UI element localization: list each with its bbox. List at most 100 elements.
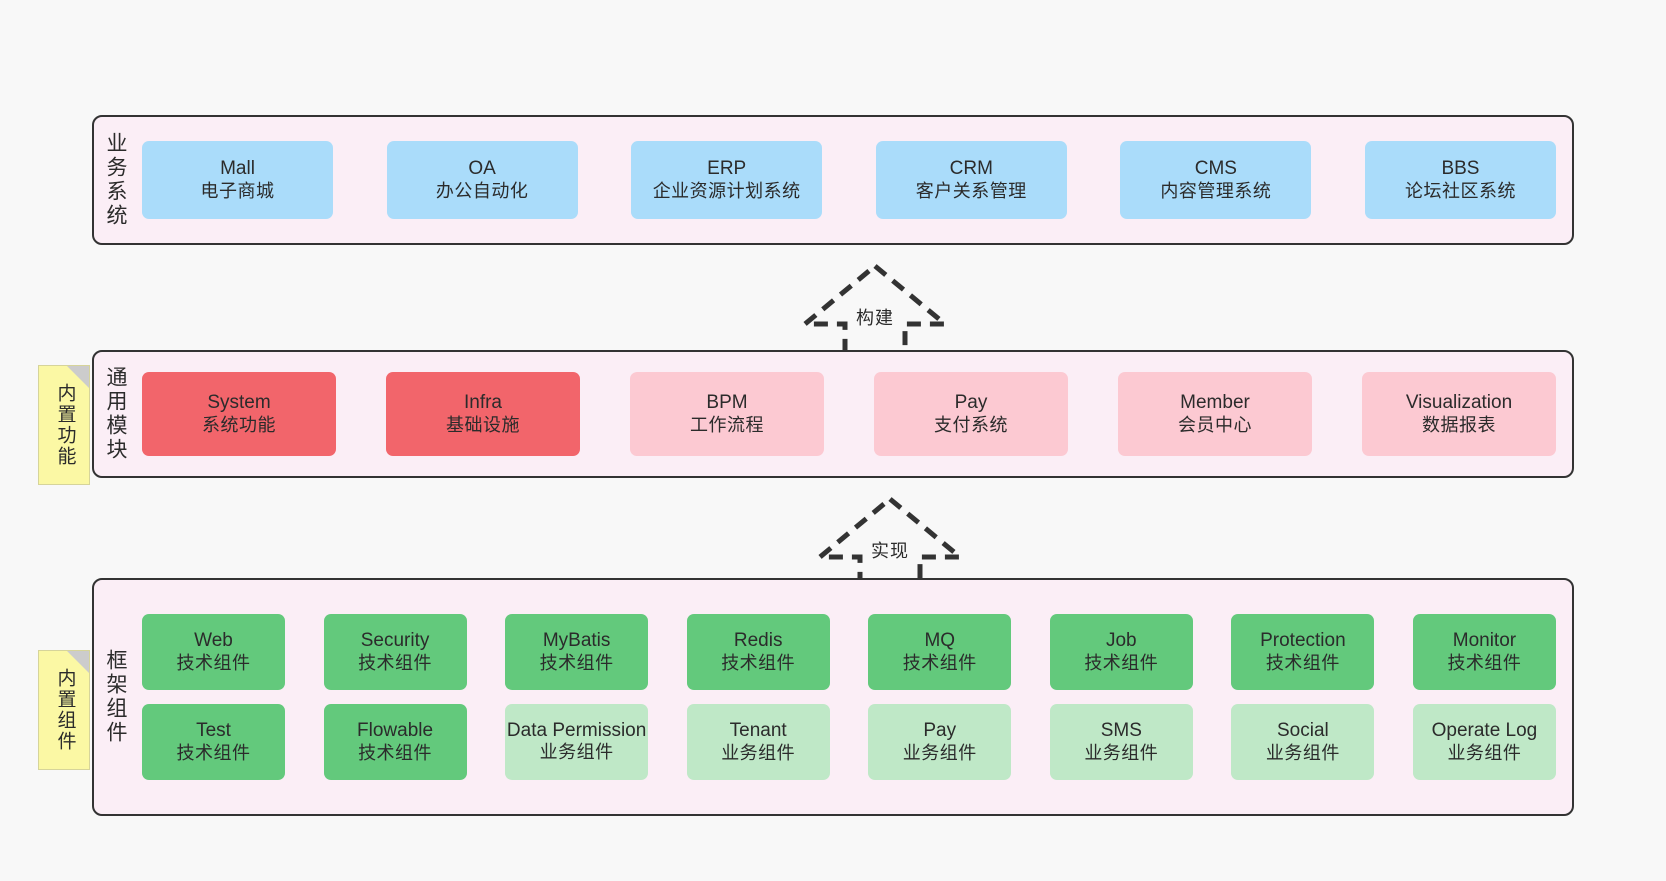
card-title: CMS — [1194, 157, 1237, 179]
card-subtitle: 技术组件 — [358, 742, 433, 763]
card-subtitle: 业务组件 — [1084, 742, 1159, 763]
card-data-permission[interactable]: Data Permission 业务组件 — [505, 704, 649, 780]
card-subtitle: 技术组件 — [1447, 652, 1522, 673]
card-bpm[interactable]: BPM 工作流程 — [630, 372, 824, 456]
card-row: Mall 电子商城 OA 办公自动化 ERP 企业资源计划系统 CRM 客户关系… — [142, 141, 1556, 219]
card-subtitle: 业务组件 — [902, 742, 977, 763]
layer-body-framework-component: Web 技术组件 Security 技术组件 MyBatis 技术组件 Redi… — [136, 580, 1572, 814]
card-monitor[interactable]: Monitor 技术组件 — [1412, 614, 1556, 690]
card-subtitle: 业务组件 — [721, 742, 796, 763]
card-title: Redis — [733, 629, 783, 651]
card-title: Web — [194, 629, 233, 651]
card-title: Test — [196, 719, 231, 741]
card-title: Visualization — [1405, 391, 1513, 413]
card-title: Data Permission — [506, 720, 647, 742]
layer-framework-component: 框架组件 Web 技术组件 Security 技术组件 MyBatis 技术组件… — [92, 578, 1574, 816]
card-subtitle: 技术组件 — [539, 652, 614, 673]
card-pay-business[interactable]: Pay 业务组件 — [868, 704, 1012, 780]
card-subtitle: 内容管理系统 — [1160, 180, 1272, 201]
arrow-build: 构建 — [795, 262, 955, 362]
card-title: Protection — [1260, 629, 1346, 651]
card-title: Monitor — [1452, 629, 1517, 651]
card-member[interactable]: Member 会员中心 — [1118, 372, 1312, 456]
card-subtitle: 技术组件 — [176, 652, 251, 673]
card-title: Job — [1105, 629, 1137, 651]
card-system[interactable]: System 系统功能 — [142, 372, 336, 456]
card-title: Social — [1277, 719, 1329, 741]
card-pay[interactable]: Pay 支付系统 — [874, 372, 1068, 456]
card-title: System — [207, 391, 271, 413]
card-title: Pay — [954, 391, 988, 413]
card-subtitle: 会员中心 — [1178, 414, 1252, 435]
card-subtitle: 技术组件 — [902, 652, 977, 673]
card-visualization[interactable]: Visualization 数据报表 — [1362, 372, 1556, 456]
card-subtitle: 办公自动化 — [435, 180, 529, 201]
card-title: Tenant — [729, 719, 787, 741]
card-title: Security — [360, 629, 430, 651]
layer-body-common-module: System 系统功能 Infra 基础设施 BPM 工作流程 Pay 支付系统… — [136, 352, 1572, 476]
card-oa[interactable]: OA 办公自动化 — [386, 141, 578, 219]
card-title: Operate Log — [1431, 719, 1538, 741]
sticky-note-builtin-function: 内置功能 — [38, 365, 90, 485]
arrow-label: 实现 — [871, 541, 909, 561]
card-subtitle: 基础设施 — [446, 414, 520, 435]
card-subtitle: 电子商城 — [200, 180, 275, 201]
card-protection[interactable]: Protection 技术组件 — [1231, 614, 1375, 690]
card-subtitle: 技术组件 — [721, 652, 796, 673]
card-subtitle: 客户关系管理 — [915, 180, 1027, 201]
card-tenant[interactable]: Tenant 业务组件 — [686, 704, 830, 780]
card-social[interactable]: Social 业务组件 — [1231, 704, 1375, 780]
card-title: MyBatis — [542, 629, 611, 651]
sticky-note-builtin-component: 内置组件 — [38, 650, 90, 770]
card-title: ERP — [707, 157, 747, 179]
card-title: Infra — [463, 391, 503, 413]
card-title: MQ — [924, 629, 956, 651]
card-subtitle: 业务组件 — [539, 742, 614, 763]
card-title: BBS — [1441, 157, 1480, 179]
card-bbs[interactable]: BBS 论坛社区系统 — [1364, 141, 1556, 219]
card-erp[interactable]: ERP 企业资源计划系统 — [631, 141, 823, 219]
card-subtitle: 业务组件 — [1447, 742, 1522, 763]
card-subtitle: 论坛社区系统 — [1404, 180, 1516, 201]
card-sms[interactable]: SMS 业务组件 — [1049, 704, 1193, 780]
card-title: Mall — [220, 157, 255, 179]
card-mybatis[interactable]: MyBatis 技术组件 — [505, 614, 649, 690]
card-subtitle: 技术组件 — [176, 742, 251, 763]
card-security[interactable]: Security 技术组件 — [323, 614, 467, 690]
layer-label-common-module: 通用模块 — [104, 366, 128, 462]
card-infra[interactable]: Infra 基础设施 — [386, 372, 580, 456]
card-title: SMS — [1100, 719, 1142, 741]
card-subtitle: 技术组件 — [1265, 652, 1340, 673]
sticky-note-label: 内置功能 — [54, 383, 76, 467]
card-mq[interactable]: MQ 技术组件 — [868, 614, 1012, 690]
layer-label-framework-component: 框架组件 — [104, 649, 128, 745]
layer-business-system: 业务系统 Mall 电子商城 OA 办公自动化 ERP 企业资源计划系统 CRM — [92, 115, 1574, 245]
card-subtitle: 技术组件 — [358, 652, 433, 673]
card-job[interactable]: Job 技术组件 — [1049, 614, 1193, 690]
card-redis[interactable]: Redis 技术组件 — [686, 614, 830, 690]
card-crm[interactable]: CRM 客户关系管理 — [875, 141, 1067, 219]
card-title: Flowable — [357, 719, 434, 741]
card-subtitle: 支付系统 — [934, 414, 1008, 435]
card-cms[interactable]: CMS 内容管理系统 — [1120, 141, 1312, 219]
card-operate-log[interactable]: Operate Log 业务组件 — [1412, 704, 1556, 780]
card-title: Member — [1180, 391, 1250, 413]
card-subtitle: 系统功能 — [202, 414, 276, 435]
card-title: OA — [468, 157, 496, 179]
card-test[interactable]: Test 技术组件 — [142, 704, 285, 780]
card-mall[interactable]: Mall 电子商城 — [142, 141, 333, 219]
card-title: BPM — [706, 391, 748, 413]
card-row: Web 技术组件 Security 技术组件 MyBatis 技术组件 Redi… — [142, 614, 1556, 690]
arrow-label: 构建 — [856, 308, 894, 328]
card-subtitle: 企业资源计划系统 — [652, 180, 801, 201]
layer-label-business-system: 业务系统 — [104, 132, 128, 228]
card-subtitle: 业务组件 — [1265, 742, 1340, 763]
card-row: System 系统功能 Infra 基础设施 BPM 工作流程 Pay 支付系统… — [142, 372, 1556, 456]
card-subtitle: 工作流程 — [690, 414, 764, 435]
card-title: CRM — [949, 157, 993, 179]
card-web[interactable]: Web 技术组件 — [142, 614, 285, 690]
sticky-note-label: 内置组件 — [54, 668, 76, 752]
layer-body-business-system: Mall 电子商城 OA 办公自动化 ERP 企业资源计划系统 CRM 客户关系… — [136, 117, 1572, 243]
card-flowable[interactable]: Flowable 技术组件 — [323, 704, 467, 780]
